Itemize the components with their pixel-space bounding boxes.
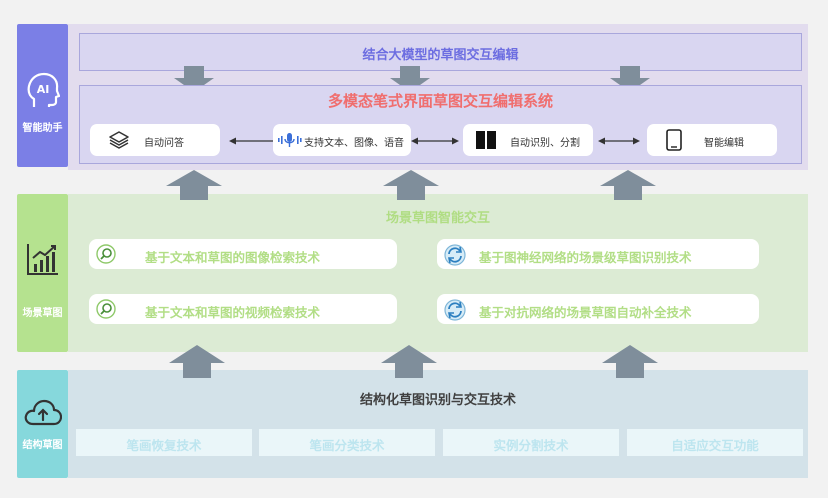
adaptive-interaction-box: 自适应交互功能 xyxy=(627,429,803,456)
up-arrow xyxy=(381,345,437,378)
scene-sketch-tab-label: 场景草图 xyxy=(22,308,63,319)
feature-smart-editing: 智能编辑 xyxy=(647,124,777,156)
llm-sketch-editing-label: 结合大模型的草图交互编辑 xyxy=(362,48,519,63)
tech-label: 基于文本和草图的视频检索技术 xyxy=(145,305,321,320)
double-arrow xyxy=(411,137,459,145)
tech-gnn-recognition: 基于图神经网络的场景级草图识别技术 xyxy=(437,239,759,269)
llm-sketch-editing-bar: 结合大模型的草图交互编辑 xyxy=(79,33,802,71)
search-icon xyxy=(96,244,116,264)
layers-icon xyxy=(109,131,129,149)
stroke-classification-box: 笔画分类技术 xyxy=(259,429,435,456)
scene-layer-title: 场景草图智能交互 xyxy=(385,211,490,226)
feature-auto-qa: 自动问答 xyxy=(90,124,220,156)
structure-item-label: 笔画恢复技术 xyxy=(126,438,202,453)
struct-layer-panel xyxy=(68,370,808,478)
structure-layer-title: 结构化草图识别与交互技术 xyxy=(359,393,516,408)
bar-chart-icon xyxy=(27,244,58,275)
refresh-icon xyxy=(444,299,466,321)
feature-label: 支持文本、图像、语音 xyxy=(304,138,404,149)
up-arrow xyxy=(600,170,656,200)
ai-assistant-tab-label: 智能助手 xyxy=(22,123,63,134)
double-arrow xyxy=(598,137,640,145)
stroke-recovery-box: 笔画恢复技术 xyxy=(76,429,252,456)
scene-layer-panel xyxy=(68,194,808,352)
tablet-icon xyxy=(666,129,682,151)
feature-label: 自动识别、分割 xyxy=(510,138,580,149)
ai-assistant-tab: AI 智能助手 xyxy=(17,24,68,167)
tech-gan-completion: 基于对抗网络的场景草图自动补全技术 xyxy=(437,294,759,324)
scene-sketch-tab: 场景草图 xyxy=(17,194,68,352)
refresh-icon xyxy=(444,244,466,266)
ai-head-icon: AI xyxy=(27,72,60,107)
voice-icon xyxy=(278,133,302,147)
up-arrow xyxy=(602,345,658,378)
structure-sketch-tab-label: 结构草图 xyxy=(22,440,63,451)
feature-multimodal-input: 支持文本、图像、语音 xyxy=(273,124,411,156)
feature-label: 自动问答 xyxy=(144,138,184,149)
tech-video-retrieval: 基于文本和草图的视频检索技术 xyxy=(89,294,397,324)
up-arrow xyxy=(383,170,439,200)
tech-label: 基于对抗网络的场景草图自动补全技术 xyxy=(479,305,692,320)
tech-image-retrieval: 基于文本和草图的图像检索技术 xyxy=(89,239,397,269)
instance-segmentation-box: 实例分割技术 xyxy=(443,429,619,456)
feature-auto-segmentation: 自动识别、分割 xyxy=(463,124,593,156)
up-arrow xyxy=(169,345,225,378)
structure-item-label: 自适应交互功能 xyxy=(671,438,759,453)
down-arrow xyxy=(174,66,214,92)
tech-label: 基于文本和草图的图像检索技术 xyxy=(145,250,321,265)
down-arrow xyxy=(390,66,430,92)
structure-sketch-tab: 结构草图 xyxy=(17,370,68,478)
down-arrow xyxy=(610,66,650,92)
system-title: 多模态笔式界面草图交互编辑系统 xyxy=(327,92,553,110)
structure-item-label: 笔画分类技术 xyxy=(309,438,385,453)
tech-label: 基于图神经网络的场景级草图识别技术 xyxy=(479,250,692,265)
search-icon xyxy=(96,299,116,319)
up-arrow xyxy=(166,170,222,200)
cloud-upload-icon xyxy=(24,399,62,426)
svg-text:AI: AI xyxy=(37,83,50,96)
structure-item-label: 实例分割技术 xyxy=(493,438,569,453)
feature-label: 智能编辑 xyxy=(704,138,744,149)
split-icon xyxy=(476,131,496,149)
